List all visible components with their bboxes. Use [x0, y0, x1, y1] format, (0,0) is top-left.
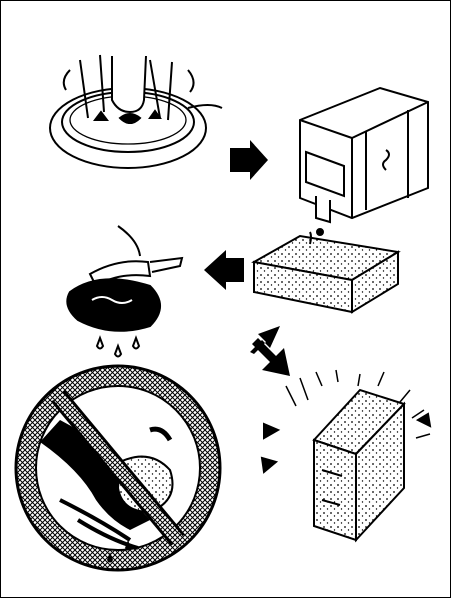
wring-sponge-icon: [67, 226, 182, 357]
arrow-to-drying: [250, 326, 290, 376]
washing-hands-icon: [50, 55, 222, 168]
arrow-to-dispenser: [230, 140, 268, 180]
soap-dispenser-icon: [300, 88, 428, 235]
arrow-to-wringing: [204, 250, 244, 290]
sponge-icon: [254, 232, 398, 312]
prohibition-icon: [16, 366, 220, 570]
drying-sponge-icon: [262, 370, 430, 540]
